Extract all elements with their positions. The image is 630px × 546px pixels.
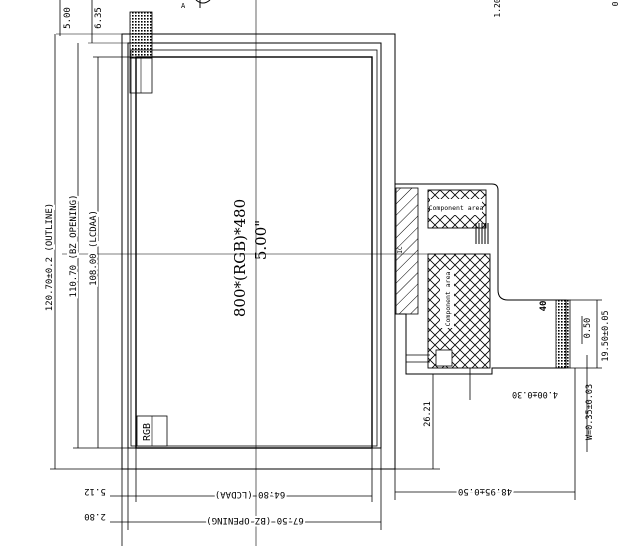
left-dims: [50, 34, 136, 470]
fpc-offset-label: 26.21: [423, 401, 433, 427]
bottom-dims: [110, 368, 576, 546]
fpc-region: IC Component area Component area 40: [394, 183, 571, 375]
corner-text-a: 1.20: [493, 0, 502, 18]
corner-text-c: A: [181, 2, 186, 10]
bezel-inner-rect: [130, 49, 378, 447]
top-dim-5: 5.00: [63, 7, 73, 29]
fpc-pin-width-label: W=0.35±0.03: [585, 384, 595, 440]
top-fragment-glyph: [195, 0, 211, 8]
rgb-pixel-box: RGB: [136, 415, 168, 447]
component-area-top-label: Component area: [429, 204, 484, 212]
left-b-label: 2.80: [84, 511, 106, 521]
fpc-dims: [395, 299, 602, 470]
bz-opening-width-label: 67.50 (BZ OPENING): [206, 515, 304, 525]
ic-chip-box: [435, 349, 453, 367]
component-area-top-label-bg: [430, 199, 482, 215]
outline-height-label: 120.70±0.2 (OUTLINE): [45, 203, 55, 311]
top-fragments: 1.20 0 A: [181, 0, 620, 18]
rgb-label: RGB: [142, 423, 153, 441]
active-area-rect: [135, 56, 373, 449]
component-area-main: [427, 253, 491, 369]
outline-frames: [62, 0, 430, 546]
fpc-width-label: 19.50±0.05: [601, 310, 611, 361]
component-area-main-label-bg: [440, 270, 454, 328]
top-tab-hatch: [129, 11, 153, 59]
left-a-label: 5.12: [84, 486, 106, 496]
top-tab: [129, 11, 153, 94]
component-area-main-label: Component area: [444, 272, 452, 327]
diagonal-size-label: 5.00": [252, 220, 270, 260]
fpc-small-mark: IC: [397, 246, 404, 254]
small-pads: [475, 223, 489, 244]
fpc-tail-dim-label: 4.00±0.30: [512, 389, 558, 399]
lcdaa-height-label: 108.00 (LCDAA): [89, 210, 99, 286]
fpc-pitch-label: 0.50: [583, 318, 593, 338]
fpc-outline: [394, 183, 567, 375]
top-dims: 5.00 6.35: [56, 0, 128, 44]
bz-opening-height-label: 110.70 (BZ OPENING): [69, 195, 79, 298]
connector-pins: [555, 299, 571, 369]
fpc-offset-width-label: 48.95±0.50: [458, 486, 512, 496]
lcdaa-width-label: 64.80 (LCDAA): [215, 489, 285, 499]
fpc-hatch-strip: [395, 187, 419, 315]
resolution-label: 800*(RGB)*480: [231, 199, 249, 317]
top-dim-635: 6.35: [94, 7, 104, 29]
pin-count-label: 40: [539, 301, 549, 312]
corner-text-b: 0: [611, 1, 620, 6]
